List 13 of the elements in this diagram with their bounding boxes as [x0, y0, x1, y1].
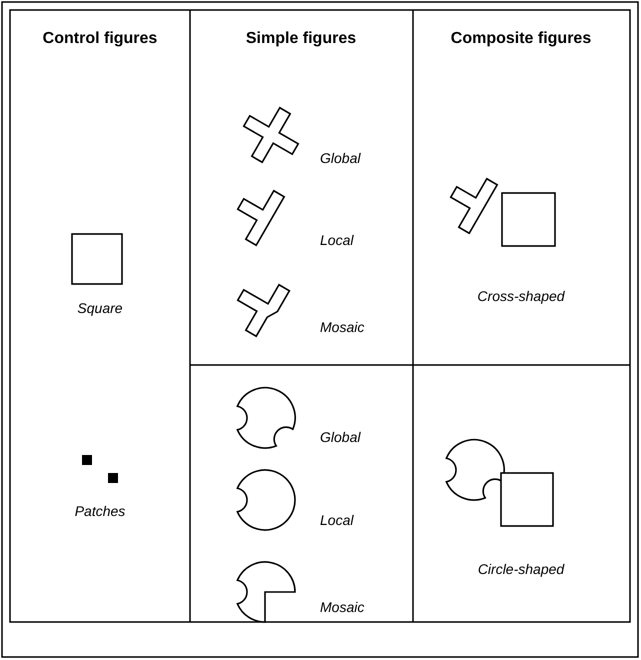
- figure-label: Patches: [74, 503, 126, 520]
- figure-label: Mosaic: [320, 319, 364, 336]
- figure-label: Square: [77, 300, 123, 316]
- figure-label: Global: [320, 429, 360, 446]
- figure-label: Local: [320, 512, 354, 528]
- column-header: Simple figures: [246, 30, 356, 48]
- figure-label: Cross-shaped: [477, 288, 565, 304]
- figure-label: Circle-shaped: [478, 561, 564, 578]
- figure-label: Mosaic: [320, 599, 364, 616]
- column-header: Control figures: [42, 30, 158, 48]
- figure-label: Global: [320, 150, 360, 166]
- column-header: Composite figures: [450, 30, 592, 48]
- figure-label: Local: [320, 232, 354, 248]
